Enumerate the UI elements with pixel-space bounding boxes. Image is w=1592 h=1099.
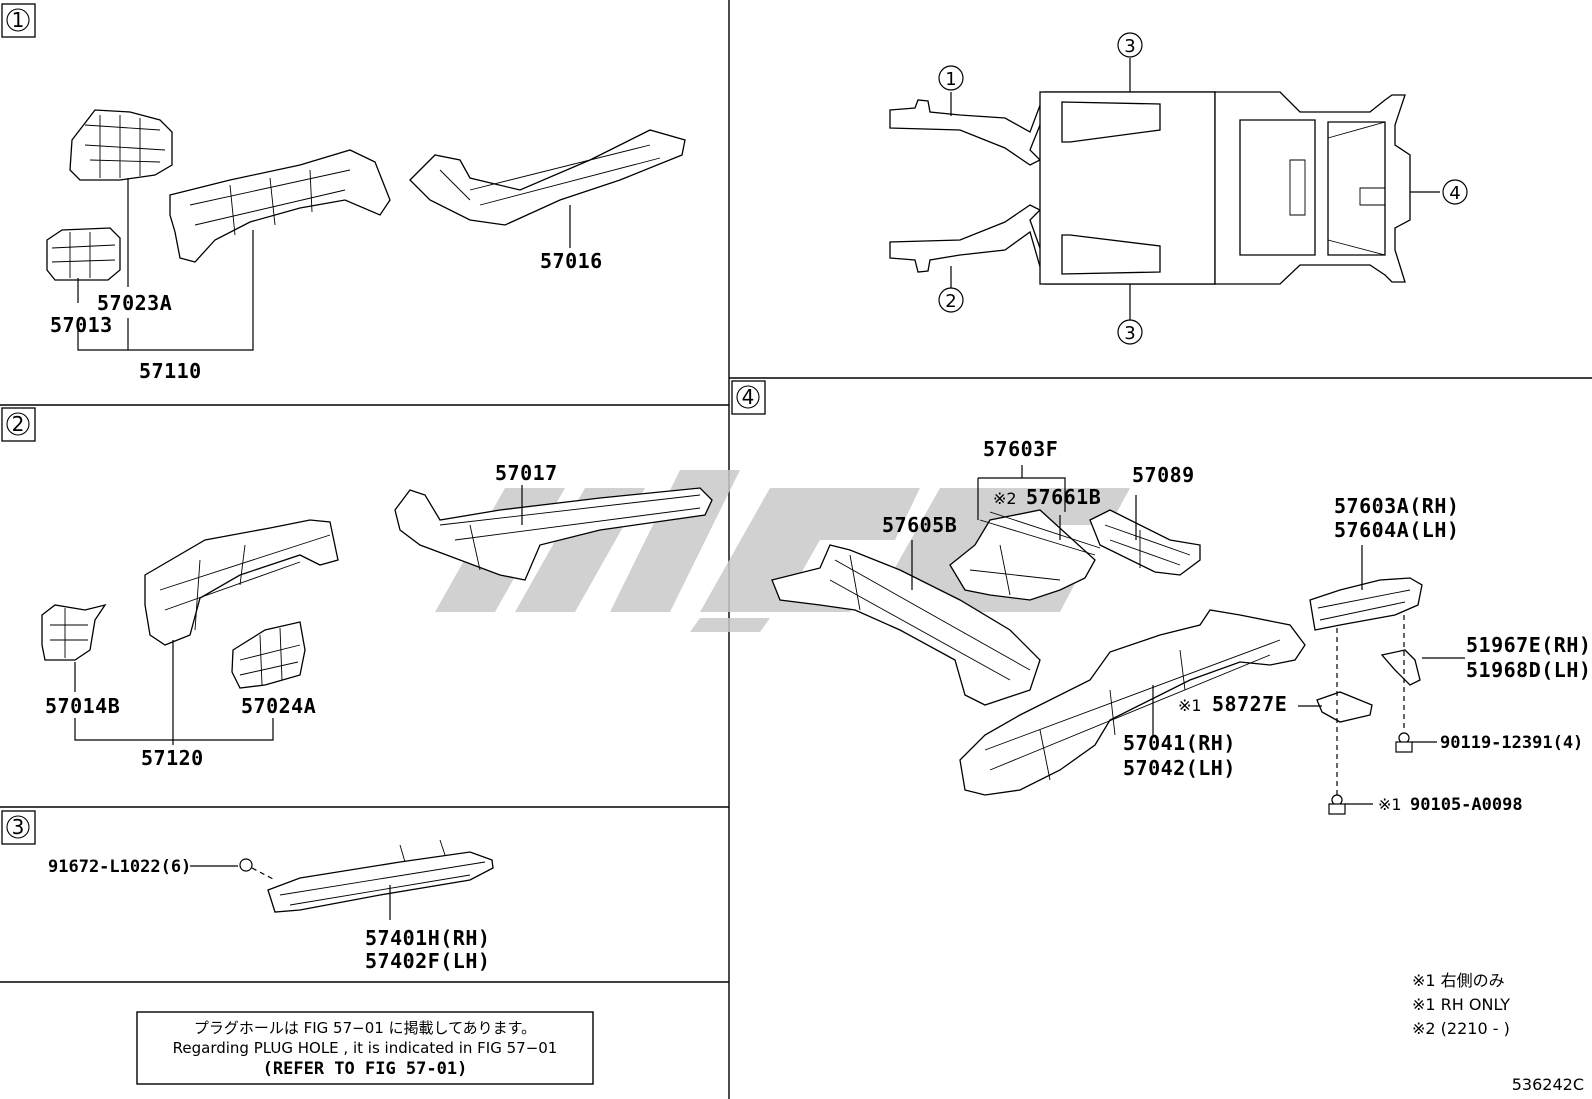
part-label-57024A: 57024A: [241, 694, 316, 718]
part-label-57017: 57017: [495, 461, 558, 485]
section-3-drawing: 91672-L1022(6) 57401H(RH) 57402F(LH): [48, 839, 494, 973]
part-label-91672-L1022: 91672-L1022(6): [48, 857, 191, 877]
part-label-51967E: 51967E(RH): [1466, 633, 1591, 657]
part-label-57661B: 57661B: [1026, 485, 1101, 509]
frame-overview: 1 2 3 3 4: [889, 32, 1468, 345]
part-label-57603F: 57603F: [983, 437, 1058, 461]
section-2-drawing: 57017 57014B 57024A 57120: [41, 461, 713, 770]
overview-label-4: 4: [1449, 183, 1460, 204]
section-1-number: 1: [12, 8, 25, 32]
refer-line-jp: プラグホールは FIG 57−01 に掲載してあります。: [194, 1019, 536, 1037]
part-label-90105-A0098: 90105-A0098: [1410, 795, 1523, 815]
part-label-57016: 57016: [540, 249, 603, 273]
footnote-1-jp: ※1 右側のみ: [1412, 971, 1505, 990]
part-label-57401H: 57401H(RH): [365, 926, 490, 950]
overview-label-3-top: 3: [1124, 36, 1135, 57]
footnote-1-en: ※1 RH ONLY: [1412, 995, 1510, 1014]
section-3-number: 3: [12, 815, 25, 839]
footnote-2: ※2 (2210 - ): [1412, 1019, 1510, 1038]
overview-label-2: 2: [945, 291, 956, 312]
part-label-57089: 57089: [1132, 463, 1195, 487]
part-label-57110: 57110: [139, 359, 202, 383]
mark-57661B: ※2: [993, 489, 1017, 508]
part-label-58727E: 58727E: [1212, 692, 1287, 716]
diagram-id: 536242C: [1512, 1075, 1584, 1094]
mark-58727E: ※1: [1178, 696, 1202, 715]
refer-line-ref: (REFER TO FIG 57-01): [263, 1059, 468, 1079]
overview-label-3-bottom: 3: [1124, 323, 1135, 344]
section-1-badge: 1: [1, 3, 36, 38]
part-label-57120: 57120: [141, 746, 204, 770]
refer-note-box: プラグホールは FIG 57−01 に掲載してあります。 Regarding P…: [136, 1011, 594, 1085]
section-4-number: 4: [742, 385, 755, 409]
section-4-badge: 4: [731, 380, 766, 415]
part-label-57402F: 57402F(LH): [365, 949, 490, 973]
part-label-57013: 57013: [50, 313, 113, 337]
mark-90105: ※1: [1378, 795, 1402, 814]
part-label-57042: 57042(LH): [1123, 756, 1236, 780]
section-4-drawing: 57603F ※2 57661B 57089 57605B 57603A(RH)…: [771, 437, 1591, 815]
part-label-57603A: 57603A(RH): [1334, 494, 1459, 518]
part-label-90119-12391: 90119-12391(4): [1440, 733, 1583, 753]
part-label-51968D: 51968D(LH): [1466, 658, 1591, 682]
refer-line-en: Regarding PLUG HOLE , it is indicated in…: [173, 1039, 558, 1057]
part-label-57014B: 57014B: [45, 694, 120, 718]
section-2-number: 2: [12, 412, 25, 436]
section-1-drawing: 57023A 57013 57110 57016: [46, 109, 686, 383]
footnotes: ※1 右側のみ ※1 RH ONLY ※2 (2210 - ): [1412, 971, 1510, 1038]
part-label-57041: 57041(RH): [1123, 731, 1236, 755]
part-label-57023A: 57023A: [97, 291, 172, 315]
section-2-badge: 2: [1, 407, 36, 442]
section-3-badge: 3: [1, 810, 36, 845]
overview-label-1: 1: [945, 69, 956, 90]
part-label-57604A: 57604A(LH): [1334, 518, 1459, 542]
part-label-57605B: 57605B: [882, 513, 957, 537]
